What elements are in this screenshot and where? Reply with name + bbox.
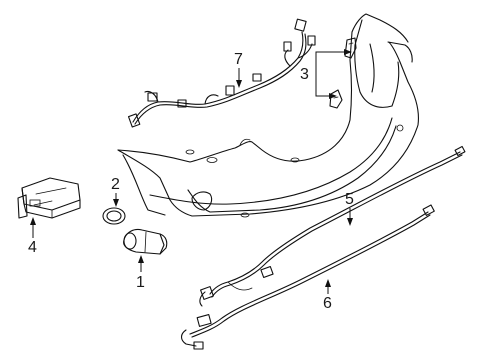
wire-harness-upper (199, 145, 466, 307)
callout-6: 6 (323, 279, 332, 312)
callout-label-1: 1 (136, 274, 145, 291)
callout-3: 3 (300, 49, 352, 99)
callout-label-5: 5 (345, 191, 354, 208)
parking-sensor (123, 228, 168, 255)
callout-5: 5 (345, 191, 354, 226)
callout-7: 7 (234, 51, 243, 88)
sensor-brackets (315, 37, 357, 109)
rear-bumper-cover (117, 13, 419, 218)
callout-1: 1 (136, 255, 145, 291)
callout-label-2: 2 (111, 176, 120, 193)
callout-label-6: 6 (323, 295, 332, 312)
wire-harness-lower (180, 204, 435, 350)
callout-label-7: 7 (234, 51, 243, 68)
callout-4: 4 (28, 217, 37, 256)
sensor-bezel-ring (102, 207, 126, 225)
bumper-wiring-harness (127, 18, 316, 128)
callout-label-3: 3 (300, 66, 309, 83)
callout-label-4: 4 (28, 239, 37, 256)
park-assist-module (17, 177, 81, 219)
callout-2: 2 (111, 176, 120, 207)
